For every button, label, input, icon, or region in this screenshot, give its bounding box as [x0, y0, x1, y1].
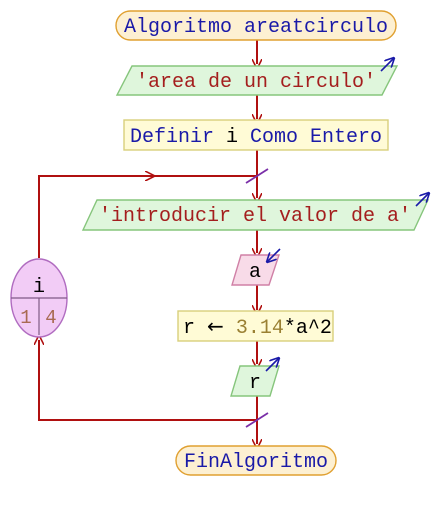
input-read-a: a	[231, 248, 281, 286]
start-terminal: Algoritmo areatcirculo	[115, 10, 397, 41]
define-variable-process: Definir i Como Entero	[123, 119, 389, 151]
define-var: i	[226, 126, 238, 149]
write2-label: 'introducir el valor de a'	[99, 205, 411, 228]
assign-operator: ←	[207, 314, 224, 338]
assign-target: r	[183, 317, 195, 340]
write1-label: 'area de un circulo'	[136, 71, 376, 94]
output-write-prompt: 'introducir el valor de a'	[81, 193, 429, 231]
assign-number: 3.14	[236, 317, 284, 340]
loop-return-top	[38, 175, 257, 258]
define-keyword: Definir	[130, 126, 214, 149]
connectors	[39, 40, 257, 444]
define-type: Entero	[310, 126, 382, 149]
end-label: FinAlgoritmo	[184, 451, 328, 474]
loop-return-bottom	[39, 340, 257, 421]
start-label: Algoritmo areatcirculo	[124, 16, 388, 39]
output-arrow-icon	[380, 58, 394, 72]
for-loop-node: i 1 4	[10, 258, 68, 338]
loop-from: 1	[20, 307, 31, 329]
input-arrow-icon	[267, 248, 281, 262]
define-keyword2: Como	[250, 126, 298, 149]
loop-top-break-mark	[245, 168, 269, 184]
assign-process: r ← 3.14*a^2	[177, 310, 334, 342]
loop-var: i	[33, 276, 45, 299]
end-terminal: FinAlgoritmo	[175, 445, 337, 476]
define-label: Definir i Como Entero	[130, 126, 382, 149]
output-write-r: r	[230, 358, 279, 397]
assign-rest: *a^2	[284, 317, 332, 340]
assign-label: r ← 3.14*a^2	[183, 314, 332, 340]
loop-to: 4	[45, 307, 56, 329]
output-arrow-icon	[265, 358, 279, 372]
write3-label: r	[249, 372, 261, 395]
output-write-title: 'area de un circulo'	[115, 58, 399, 96]
read-label: a	[249, 261, 261, 284]
output-arrow-icon	[415, 193, 429, 207]
loop-bottom-break-mark	[245, 412, 269, 428]
